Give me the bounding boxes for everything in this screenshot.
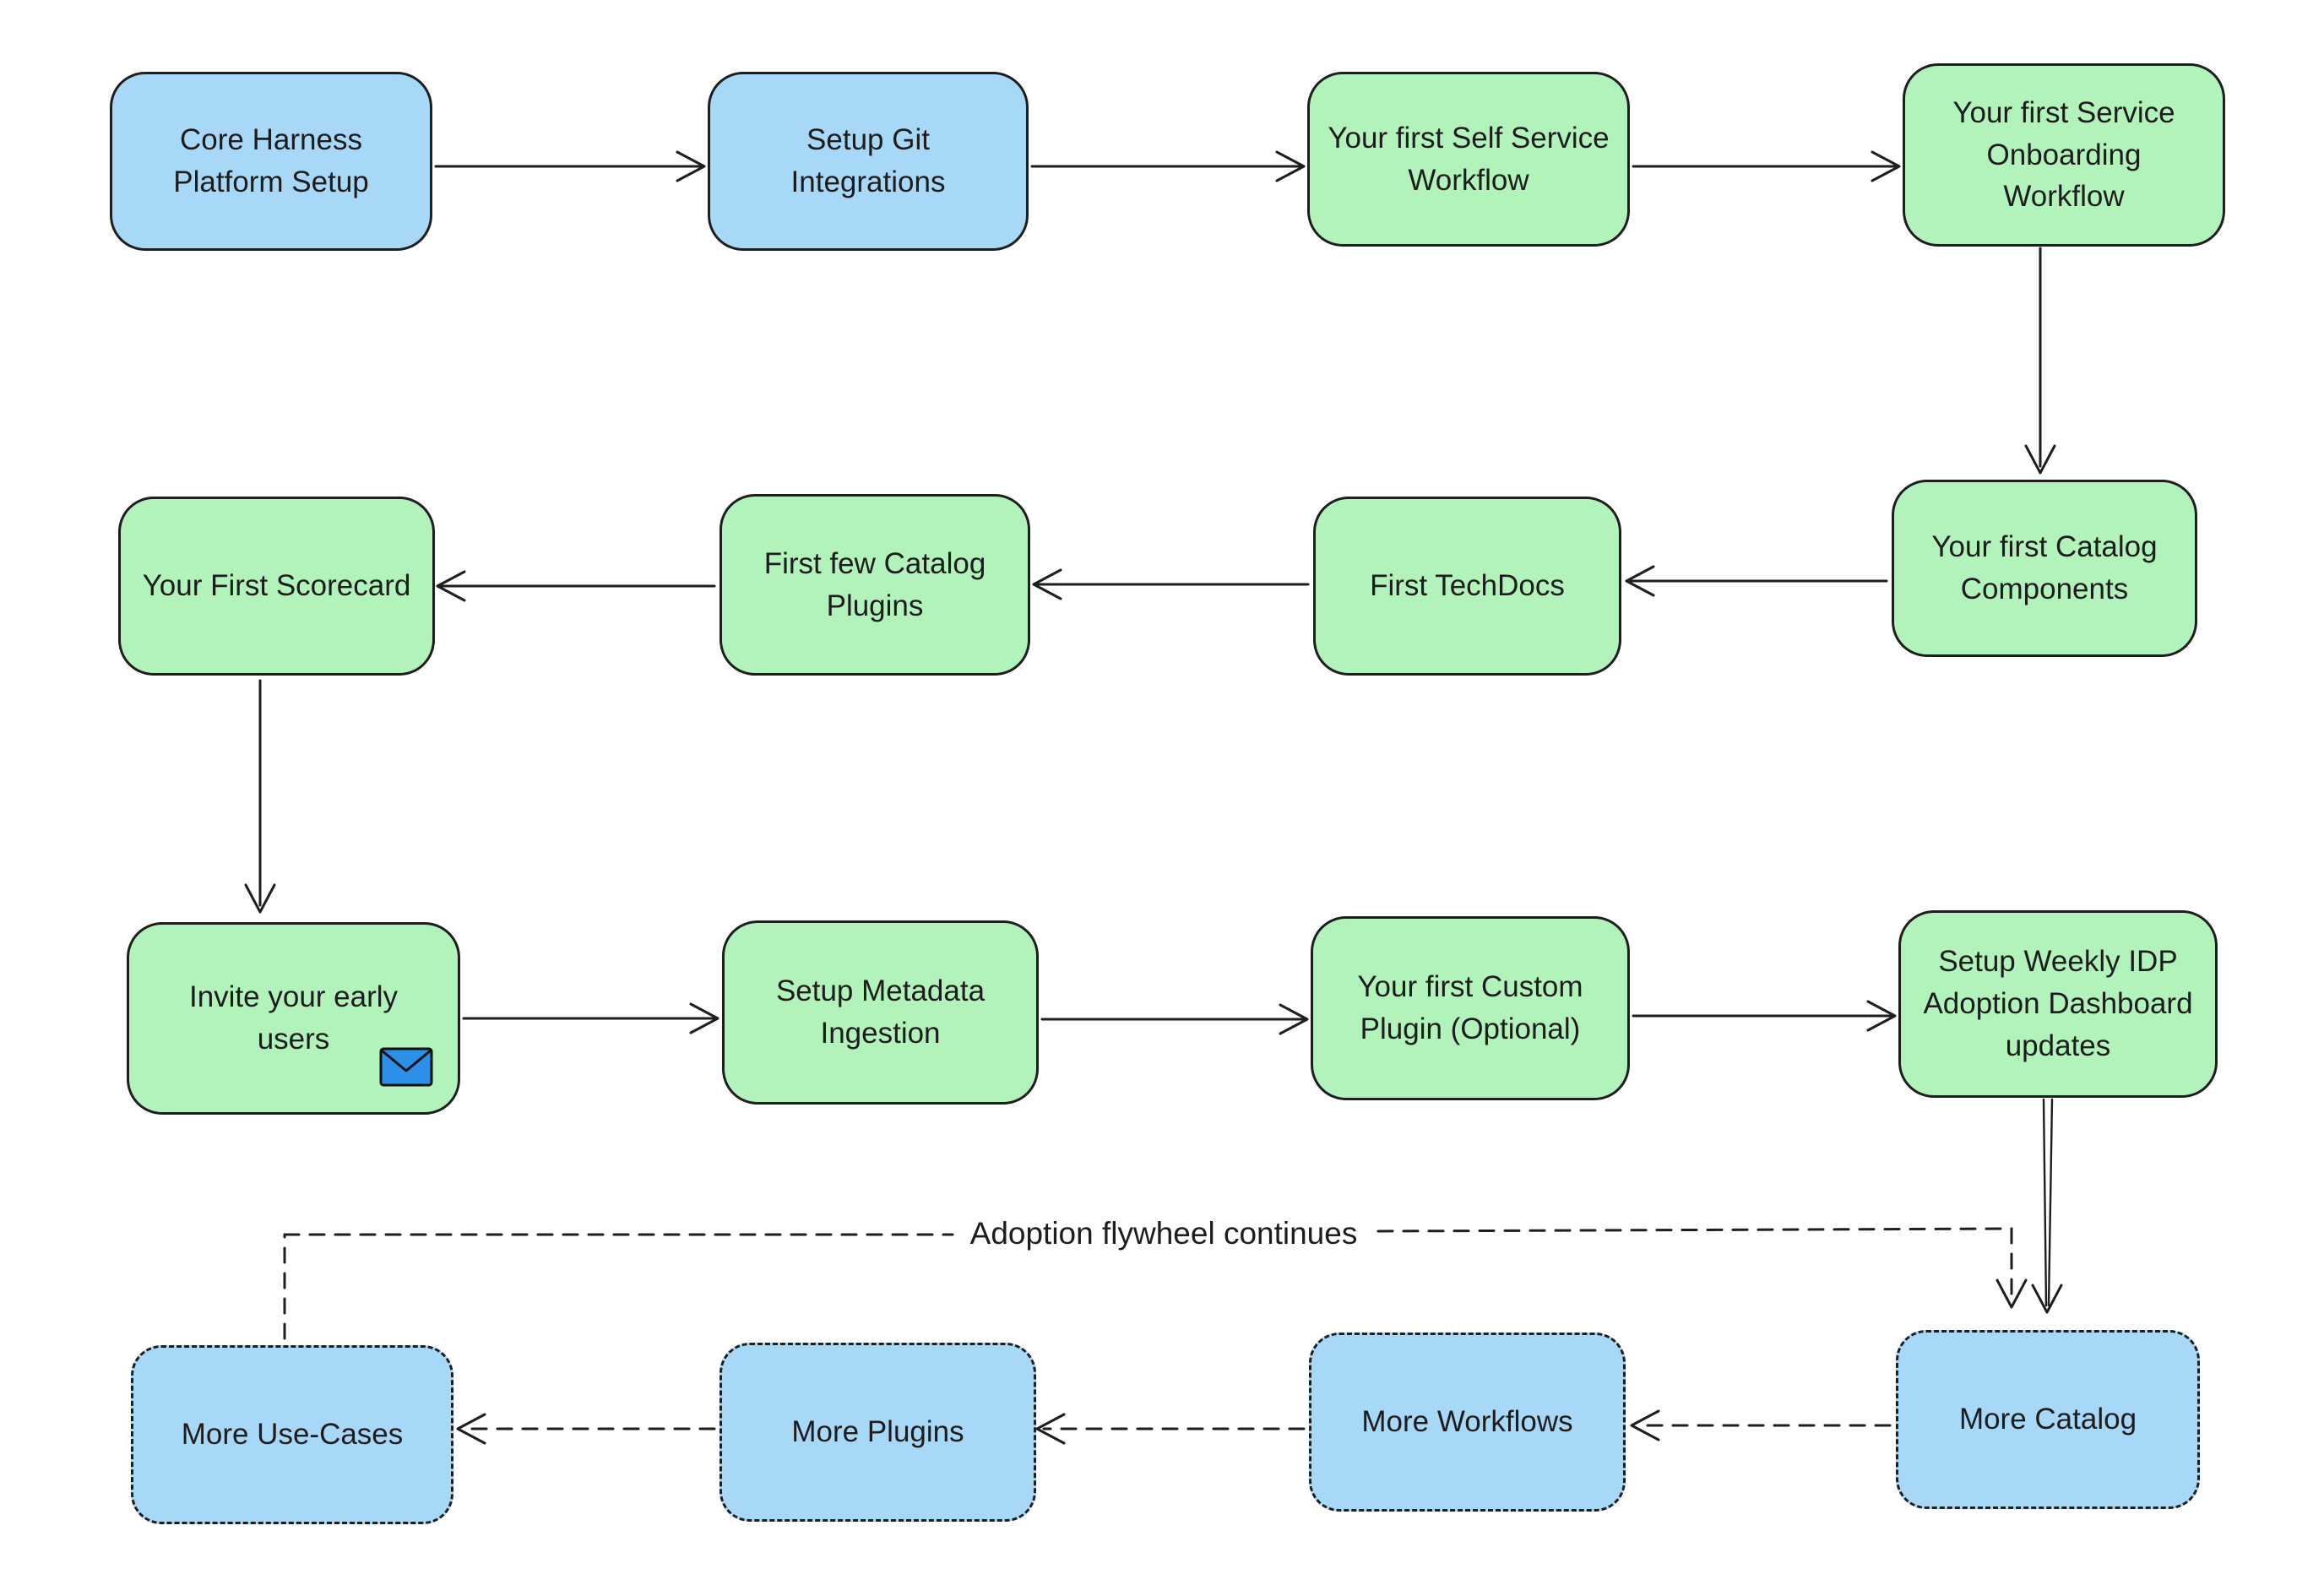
node-label: Your first Custom Plugin (Optional)	[1357, 970, 1583, 1045]
node-label: First TechDocs	[1370, 569, 1565, 603]
node-setup-weekly-idp-adoption-dashboard-updates[interactable]: Setup Weekly IDP Adoption Dashboard upda…	[1898, 910, 2218, 1098]
node-first-techdocs[interactable]: First TechDocs	[1313, 497, 1621, 676]
node-label: Your first Service Onboarding Workflow	[1952, 95, 2175, 214]
edge-first-techdocs-to-catalog-plugins	[1032, 568, 1310, 600]
node-setup-git-integrations[interactable]: Setup Git Integrations	[708, 72, 1029, 251]
edge-self-service-workflow-to-service-onboarding	[1632, 150, 1901, 182]
node-label: Your first Self Service Workflow	[1328, 121, 1610, 197]
node-setup-metadata-ingestion[interactable]: Setup Metadata Ingestion	[722, 920, 1039, 1105]
edge-metadata-ingestion-to-custom-plugin	[1040, 1003, 1309, 1035]
edge-catalog-components-to-first-techdocs	[1625, 565, 1888, 597]
node-label: More Plugins	[791, 1415, 964, 1449]
node-label: Invite your early users	[188, 980, 399, 1056]
edge-core-harness-to-git-integrations	[434, 150, 706, 182]
node-your-first-scorecard[interactable]: Your First Scorecard	[118, 497, 435, 676]
edge-weekly-idp-dashboard-to-more-catalog	[2031, 1098, 2063, 1314]
node-first-few-catalog-plugins[interactable]: First few Catalog Plugins	[719, 494, 1030, 676]
node-more-workflows[interactable]: More Workflows	[1309, 1333, 1626, 1512]
node-label: More Catalog	[1958, 1403, 2137, 1436]
edge-invite-early-users-to-metadata-ingestion	[462, 1002, 719, 1034]
node-label: Your First Scorecard	[142, 569, 411, 603]
edge-more-catalog-to-more-workflows	[1630, 1409, 1892, 1441]
node-your-first-catalog-components[interactable]: Your first Catalog Components	[1892, 480, 2197, 657]
edge-first-scorecard-to-invite-early-users	[244, 679, 276, 914]
edge-more-plugins-to-more-use-cases	[456, 1413, 716, 1445]
node-your-first-self-service-workflow[interactable]: Your first Self Service Workflow	[1307, 72, 1630, 247]
edge-service-onboarding-to-catalog-components	[2024, 247, 2056, 475]
node-core-harness-platform-setup[interactable]: Core Harness Platform Setup	[110, 72, 432, 251]
node-your-first-service-onboarding-workflow[interactable]: Your first Service Onboarding Workflow	[1903, 63, 2225, 247]
node-label: Setup Git Integrations	[790, 123, 946, 198]
node-more-use-cases[interactable]: More Use-Cases	[131, 1345, 453, 1524]
flywheel-annotation-label: Adoption flywheel continues	[958, 1216, 1370, 1251]
node-more-catalog[interactable]: More Catalog	[1896, 1330, 2200, 1509]
node-label: Core Harness Platform Setup	[173, 123, 369, 198]
node-your-first-custom-plugin[interactable]: Your first Custom Plugin (Optional)	[1311, 916, 1630, 1100]
edge-more-workflows-to-more-plugins	[1035, 1413, 1306, 1445]
node-label: Your first Catalog Components	[1931, 530, 2158, 605]
node-label: More Workflows	[1361, 1405, 1573, 1439]
node-label: First few Catalog Plugins	[763, 546, 986, 622]
node-invite-your-early-users[interactable]: Invite your early users	[127, 922, 460, 1115]
edge-custom-plugin-to-weekly-idp-dashboard	[1632, 1000, 1897, 1032]
node-label: Setup Weekly IDP Adoption Dashboard upda…	[1923, 945, 2193, 1062]
edge-catalog-plugins-to-first-scorecard	[436, 570, 716, 602]
node-more-plugins[interactable]: More Plugins	[719, 1343, 1036, 1522]
envelope-icon	[379, 1047, 433, 1087]
node-label: Setup Metadata Ingestion	[775, 974, 986, 1050]
node-label: More Use-Cases	[181, 1418, 404, 1452]
edge-git-integrations-to-self-service-workflow	[1030, 150, 1306, 182]
